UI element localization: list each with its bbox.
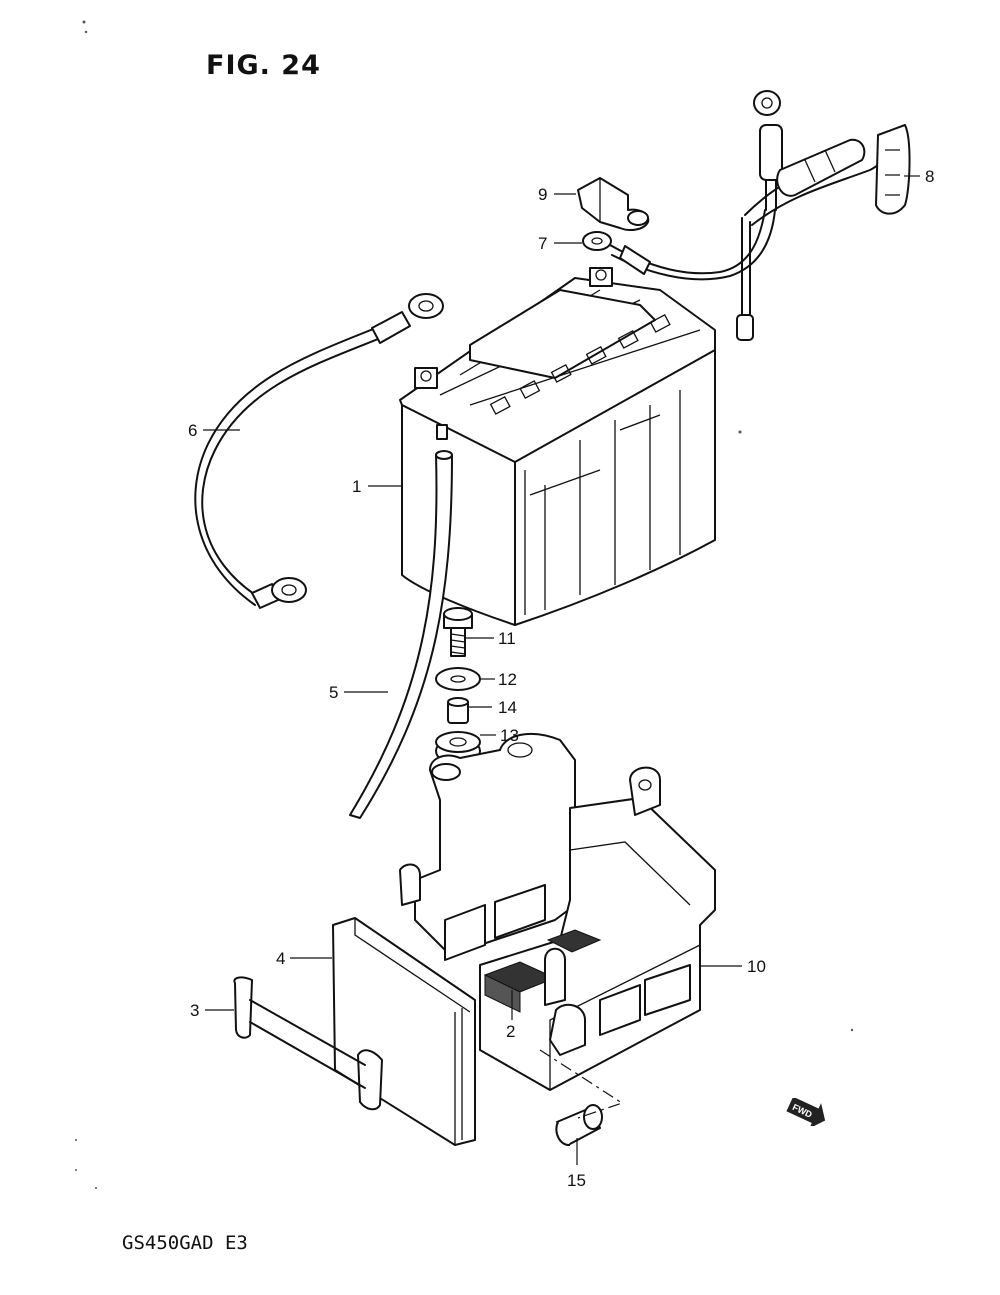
figure-title: FIG. 24: [206, 50, 321, 81]
callout-10: 10: [747, 957, 766, 976]
breather-hose-drawing: [349, 450, 453, 819]
callout-8: 8: [925, 167, 935, 186]
mounting-hardware-drawing: [435, 607, 481, 765]
battery-band-drawing: [233, 976, 383, 1111]
battery-holder-drawing: [399, 732, 716, 1091]
callout-12: 12: [498, 670, 517, 689]
fwd-arrow-icon: FWD: [786, 1098, 826, 1126]
cap-drawing: [555, 1104, 603, 1146]
callout-7: 7: [538, 234, 548, 253]
assembly-line: [539, 1049, 624, 1119]
wiring-harness-drawing: [577, 90, 911, 341]
callout-6: 6: [188, 421, 198, 440]
scan-specks: [75, 20, 854, 1189]
callout-2: 2: [506, 1022, 516, 1041]
callout-15: 15: [567, 1171, 586, 1190]
ground-lead-wire-drawing: [194, 293, 444, 609]
callout-13: 13: [500, 726, 519, 745]
battery-drawing: [399, 267, 716, 626]
callout-11: 11: [498, 629, 516, 648]
callout-1: 1: [352, 477, 362, 496]
callout-3: 3: [190, 1001, 200, 1020]
leader-lines: [203, 175, 920, 1165]
callout-9: 9: [538, 185, 548, 204]
model-code: GS450GAD E3: [122, 1232, 248, 1254]
callout-5: 5: [329, 683, 339, 702]
callout-14: 14: [498, 698, 517, 717]
callout-4: 4: [276, 949, 286, 968]
